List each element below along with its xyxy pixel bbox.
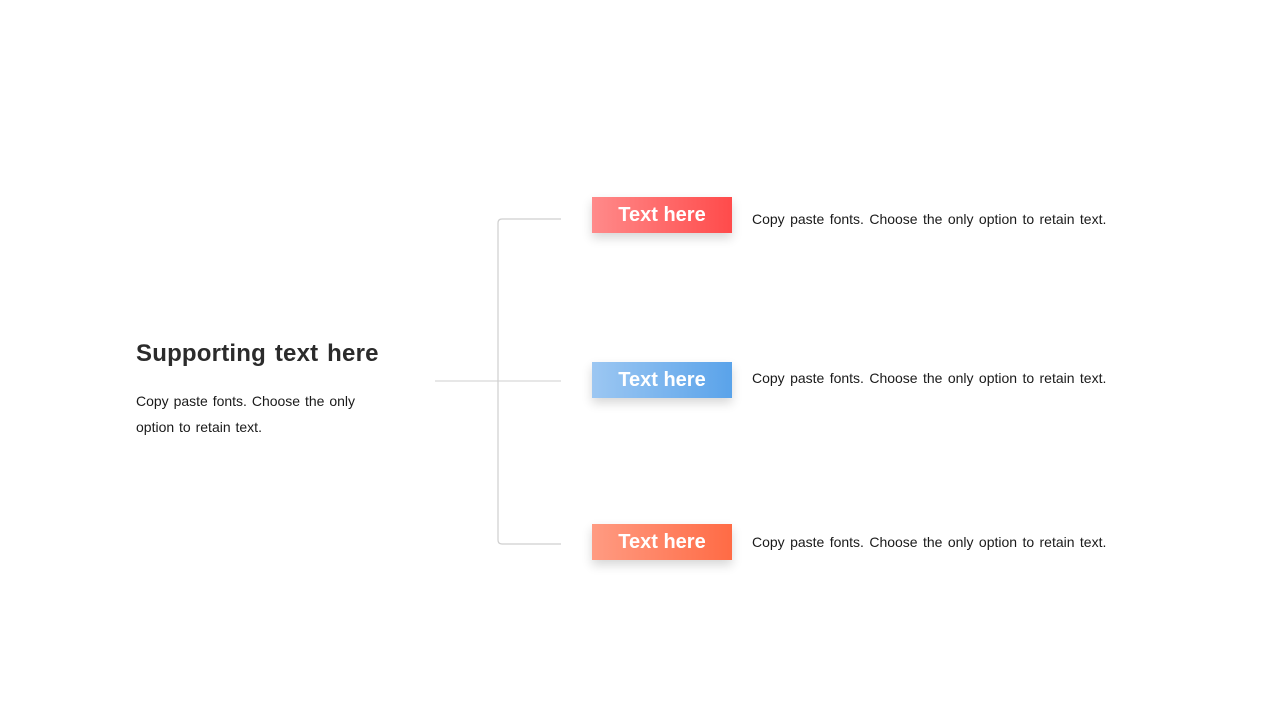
- branch-1-label: Text here: [592, 197, 732, 233]
- branch-2-text: Copy paste fonts. Choose the only option…: [752, 370, 1107, 386]
- main-title: Supporting text here: [136, 340, 379, 367]
- connector-bracket: [497, 218, 561, 545]
- branch-1-text: Copy paste fonts. Choose the only option…: [752, 211, 1107, 227]
- branch-3-text: Copy paste fonts. Choose the only option…: [752, 534, 1107, 550]
- main-description: Copy paste fonts. Choose the only option…: [136, 393, 356, 435]
- branch-2-label: Text here: [592, 362, 732, 398]
- branch-3-label: Text here: [592, 524, 732, 560]
